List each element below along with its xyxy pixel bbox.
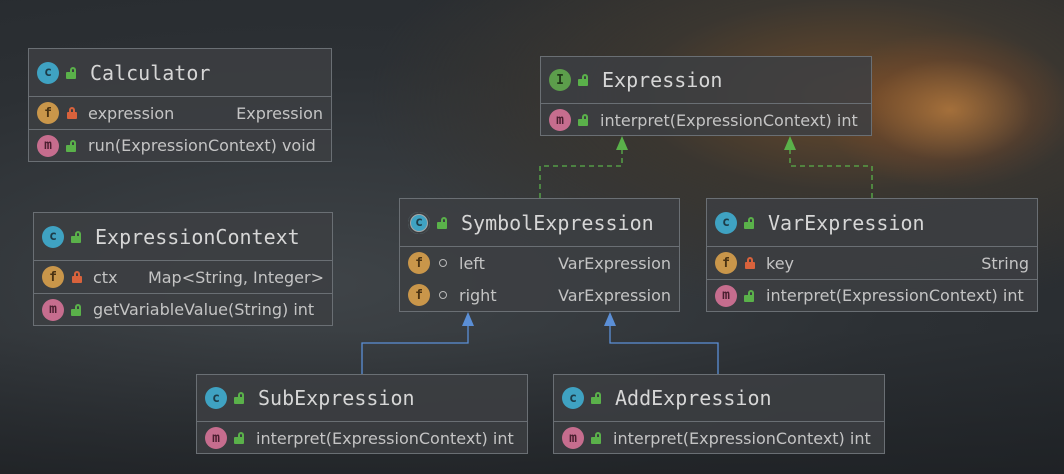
class-box-sub-expression[interactable]: c SubExpression m interpret(ExpressionCo… xyxy=(196,374,528,454)
method-row[interactable]: m interpret(ExpressionContext) int xyxy=(541,104,871,136)
field-row[interactable]: f right VarExpression xyxy=(400,279,679,311)
field-row[interactable]: f left VarExpression xyxy=(400,247,679,279)
package-private-visibility-icon xyxy=(439,259,447,267)
method-row[interactable]: m interpret(ExpressionContext) int xyxy=(197,422,527,454)
method-icon: m xyxy=(37,134,59,157)
method-signature: getVariableValue(String) int xyxy=(93,300,315,319)
private-visibility-icon xyxy=(744,257,756,269)
abstract-class-box-symbol-expression[interactable]: c SymbolExpression f left VarExpression … xyxy=(399,198,680,312)
background-haze xyxy=(0,330,1064,474)
field-icon: f xyxy=(408,252,430,274)
class-header: c SubExpression xyxy=(197,375,527,422)
class-name: SubExpression xyxy=(258,386,415,410)
field-name: left xyxy=(459,253,485,273)
field-icon: f xyxy=(408,284,430,306)
class-icon: c xyxy=(562,387,584,409)
public-visibility-icon xyxy=(591,392,603,404)
method-signature: interpret(ExpressionContext) int xyxy=(766,286,1024,305)
public-visibility-icon xyxy=(71,303,83,316)
class-icon: c xyxy=(205,387,227,409)
field-icon: f xyxy=(37,102,59,124)
public-visibility-icon xyxy=(591,432,603,444)
public-visibility-icon xyxy=(578,74,590,86)
class-name: Expression xyxy=(602,68,723,92)
method-row[interactable]: m interpret(ExpressionContext) int xyxy=(707,279,1037,311)
class-box-expression-context[interactable]: c ExpressionContext f ctx Map<String, In… xyxy=(33,212,333,326)
class-name: SymbolExpression xyxy=(461,210,654,235)
field-type: VarExpression xyxy=(558,285,671,305)
abstract-class-icon: c xyxy=(408,211,430,234)
field-icon: f xyxy=(715,252,737,274)
field-icon: f xyxy=(42,266,64,288)
class-header: c VarExpression xyxy=(707,199,1037,247)
class-name: VarExpression xyxy=(768,210,925,235)
method-row[interactable]: m getVariableValue(String) int xyxy=(34,293,332,325)
field-type: VarExpression xyxy=(558,253,671,273)
method-icon: m xyxy=(562,427,584,449)
class-name: Calculator xyxy=(90,60,211,85)
package-private-visibility-icon xyxy=(439,291,447,299)
class-icon: c xyxy=(37,61,59,84)
field-row[interactable]: f key String xyxy=(707,247,1037,279)
private-visibility-icon xyxy=(71,271,83,283)
public-visibility-icon xyxy=(66,66,78,79)
realization-arrowhead-var xyxy=(784,136,796,150)
method-signature: interpret(ExpressionContext) int xyxy=(256,428,514,448)
field-name: key xyxy=(766,253,795,273)
method-icon: m xyxy=(715,284,737,307)
public-visibility-icon xyxy=(234,392,246,404)
field-type: Expression xyxy=(236,103,323,123)
field-type: String xyxy=(981,253,1029,273)
field-row[interactable]: f expression Expression xyxy=(29,97,331,129)
public-visibility-icon xyxy=(578,114,590,126)
method-row[interactable]: m interpret(ExpressionContext) int xyxy=(554,422,884,454)
class-icon: c xyxy=(42,225,64,248)
class-header: c Calculator xyxy=(29,49,331,97)
class-name: ExpressionContext xyxy=(95,224,300,249)
private-visibility-icon xyxy=(66,107,78,119)
public-visibility-icon xyxy=(234,432,246,444)
field-type: Map<String, Integer> xyxy=(147,267,324,287)
generalization-arrowhead-add xyxy=(604,312,616,326)
method-icon: m xyxy=(549,109,571,131)
class-box-calculator[interactable]: c Calculator f expression Expression m r… xyxy=(28,48,332,162)
class-header: c ExpressionContext xyxy=(34,213,332,261)
method-signature: interpret(ExpressionContext) int xyxy=(613,428,871,448)
generalization-arrowhead-sub xyxy=(462,312,474,326)
field-name: right xyxy=(459,285,497,305)
method-icon: m xyxy=(42,298,64,321)
class-header: I Expression xyxy=(541,57,871,104)
method-signature: interpret(ExpressionContext) int xyxy=(600,110,858,130)
realization-arrowhead-symbol xyxy=(616,136,628,150)
class-name: AddExpression xyxy=(615,386,772,410)
field-row[interactable]: f ctx Map<String, Integer> xyxy=(34,261,332,293)
generalization-add-to-symbol xyxy=(609,324,719,374)
method-row[interactable]: m run(ExpressionContext) void xyxy=(29,129,331,161)
class-box-add-expression[interactable]: c AddExpression m interpret(ExpressionCo… xyxy=(553,374,885,454)
public-visibility-icon xyxy=(744,216,756,229)
realization-symbol-to-expression xyxy=(539,148,623,198)
field-name: expression xyxy=(88,103,175,123)
method-icon: m xyxy=(205,427,227,449)
class-header: c AddExpression xyxy=(554,375,884,422)
method-signature: run(ExpressionContext) void xyxy=(88,136,316,155)
class-header: c SymbolExpression xyxy=(400,199,679,247)
public-visibility-icon xyxy=(744,289,756,302)
interface-icon: I xyxy=(549,69,571,91)
public-visibility-icon xyxy=(71,230,83,243)
public-visibility-icon xyxy=(66,139,78,152)
interface-box-expression[interactable]: I Expression m interpret(ExpressionConte… xyxy=(540,56,872,136)
class-icon: c xyxy=(715,211,737,234)
class-box-var-expression[interactable]: c VarExpression f key String m interpret… xyxy=(706,198,1038,312)
realization-var-to-expression xyxy=(789,148,873,198)
field-name: ctx xyxy=(93,267,118,287)
public-visibility-icon xyxy=(437,216,449,229)
generalization-sub-to-symbol xyxy=(361,324,469,374)
